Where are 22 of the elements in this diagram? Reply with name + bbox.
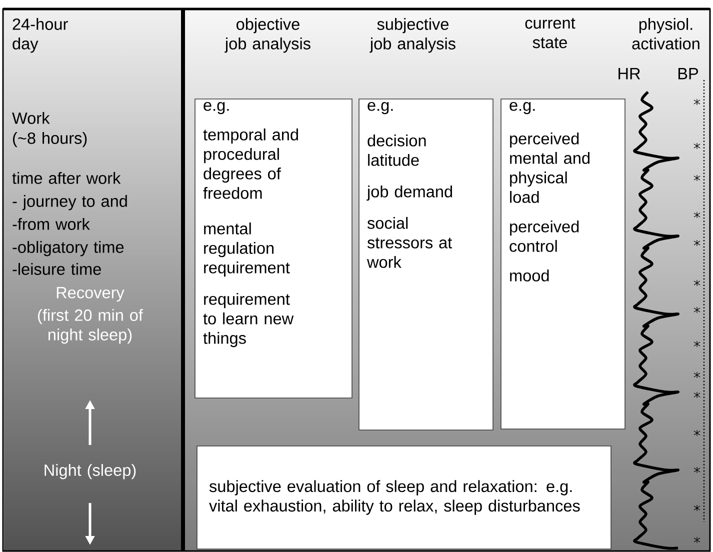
measure-box: e.g. temporal and procedural degrees of freedom mental regulation requirement requirement to learn new things — [194, 98, 352, 398]
column-heading: current state — [525, 18, 576, 48]
time-period-label: (first 20 min of night sleep) — [38, 309, 143, 344]
time-period-label: -from work — [12, 218, 90, 230]
signal-label: HR — [618, 68, 640, 80]
column-heading: subjective job analysis — [370, 18, 456, 53]
measures-panel — [194, 18, 700, 550]
column-heading: objective job analysis — [224, 18, 310, 53]
time-period-label: Night (sleep) — [44, 464, 136, 480]
time-period-label: Recovery — [56, 287, 124, 302]
signal-label: BP — [678, 68, 698, 80]
time-period-label: - journey to and — [12, 195, 127, 210]
time-period-label: Work — [12, 112, 50, 124]
time-period-label: (~8 hours) — [13, 132, 87, 148]
measure-box: e.g. decision latitude job demand social stressors at work — [358, 98, 494, 430]
time-period-label: -leisure time — [12, 263, 101, 275]
time-period-label: -obligatory time — [12, 241, 124, 256]
time-period-label: 24-hour day — [12, 18, 68, 53]
time-period-label: time after work — [12, 172, 121, 184]
measure-box: e.g. perceived mental and physical load perceived control mood — [500, 98, 626, 430]
measure-box: subjective evaluation of sleep and relaxation: e.g. vital exhaustion, ability to relax, sleep disturbances — [196, 446, 612, 550]
column-heading: physiol. activation — [632, 18, 700, 50]
